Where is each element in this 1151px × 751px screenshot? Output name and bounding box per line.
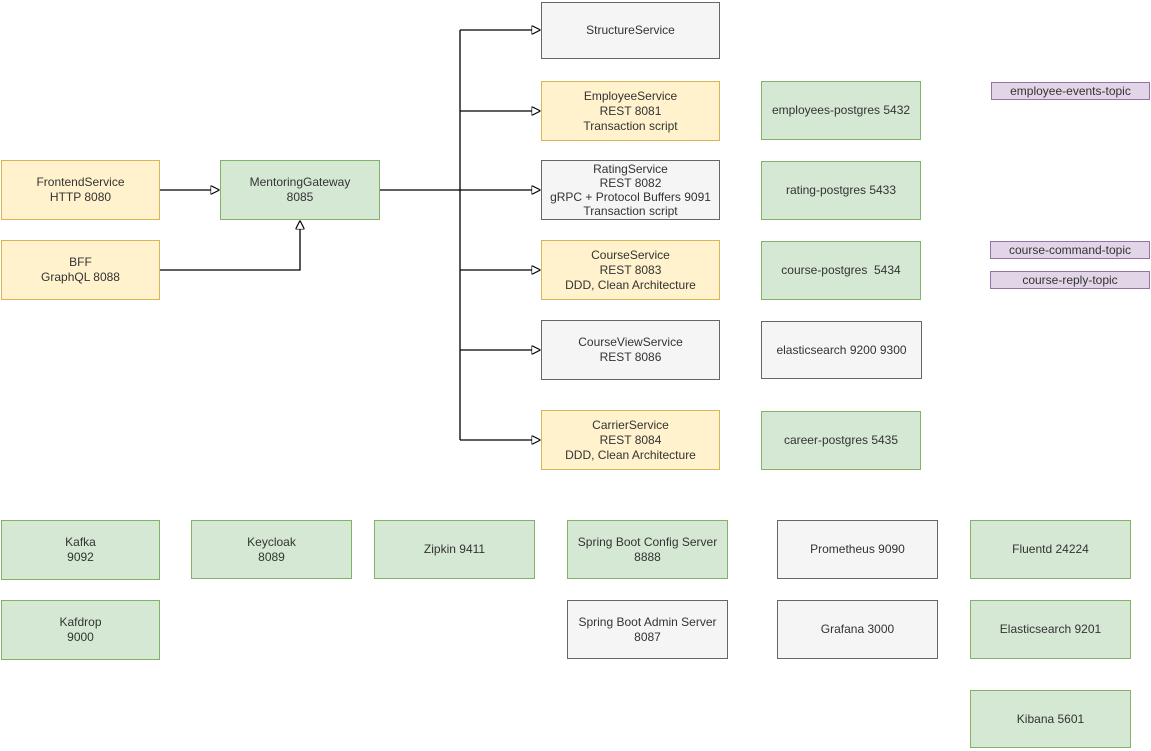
node-label: CarrierService <box>592 417 669 432</box>
node-label: elasticsearch 9200 9300 <box>776 342 907 357</box>
node-label: career-postgres 5435 <box>783 433 899 447</box>
node-label: DDD, Clean Architecture <box>565 277 696 292</box>
node-label: course-command-topic <box>1008 242 1132 257</box>
node-label: FrontendService <box>36 175 125 189</box>
node-course-reply-topic: course-reply-topic <box>990 271 1150 289</box>
node-label: employee-events-topic <box>1010 83 1131 98</box>
node-spring-boot-config-server: Spring Boot Config Server 8888 <box>567 520 728 579</box>
node-label: course-reply-topic <box>1022 272 1118 287</box>
node-label: BFF <box>69 255 92 269</box>
node-elasticsearch-db: elasticsearch 9200 9300 <box>761 321 922 379</box>
node-label: REST 8084 <box>599 432 662 447</box>
node-label: GraphQL 8088 <box>41 270 120 284</box>
node-career-postgres: career-postgres 5435 <box>761 411 921 470</box>
node-label: Kafdrop <box>59 615 102 629</box>
node-label: REST 8086 <box>599 350 662 364</box>
node-mentoring-gateway: MentoringGateway 8085 <box>220 160 380 220</box>
node-label: Transaction script <box>583 118 678 133</box>
node-kafka: Kafka 9092 <box>1 520 160 580</box>
node-label: Kibana 5601 <box>1016 711 1085 726</box>
node-employees-postgres: employees-postgres 5432 <box>761 81 921 140</box>
node-label: 8888 <box>634 549 661 564</box>
node-label: Transaction script <box>583 204 678 218</box>
node-course-service: CourseService REST 8083 DDD, Clean Archi… <box>541 240 720 300</box>
node-label: employees-postgres 5432 <box>771 103 911 117</box>
node-label: REST 8082 <box>599 176 662 190</box>
node-elasticsearch-service: Elasticsearch 9201 <box>970 600 1131 659</box>
node-label: Spring Boot Admin Server <box>578 614 717 629</box>
node-label: 8087 <box>634 629 661 644</box>
node-label: Elasticsearch 9201 <box>999 622 1102 636</box>
node-label: Zipkin 9411 <box>423 542 486 556</box>
node-fluentd: Fluentd 24224 <box>970 520 1131 579</box>
node-prometheus: Prometheus 9090 <box>777 520 938 579</box>
node-label: Spring Boot Config Server <box>577 534 718 549</box>
node-label: gRPC + Protocol Buffers 9091 <box>550 190 711 204</box>
node-label: DDD, Clean Architecture <box>565 447 696 462</box>
node-label: Grafana 3000 <box>820 622 895 636</box>
node-employee-events-topic: employee-events-topic <box>991 82 1150 100</box>
node-rating-service: RatingService REST 8082 gRPC + Protocol … <box>541 160 720 220</box>
node-label: Prometheus 9090 <box>810 542 905 556</box>
node-course-command-topic: course-command-topic <box>990 241 1150 259</box>
node-label: 8089 <box>258 549 285 564</box>
node-kibana: Kibana 5601 <box>970 690 1131 748</box>
node-label: HTTP 8080 <box>49 190 112 204</box>
node-label: REST 8083 <box>599 262 662 277</box>
node-label: 8085 <box>286 190 314 204</box>
node-label: CourseViewService <box>578 335 683 349</box>
node-bff: BFF GraphQL 8088 <box>1 240 160 300</box>
node-label: REST 8081 <box>599 103 662 118</box>
node-spring-boot-admin-server: Spring Boot Admin Server 8087 <box>567 600 728 659</box>
node-kafdrop: Kafdrop 9000 <box>1 600 160 660</box>
arrow-bff-to-gateway <box>160 229 300 271</box>
node-label: 9092 <box>67 550 94 564</box>
node-label: RatingService <box>593 162 668 176</box>
node-structure-service: StructureService <box>541 2 720 59</box>
node-zipkin: Zipkin 9411 <box>374 520 535 579</box>
node-label: rating-postgres 5433 <box>785 183 897 197</box>
node-label: Fluentd 24224 <box>1012 542 1089 556</box>
node-course-postgres: course-postgres 5434 <box>761 241 921 300</box>
node-keycloak: Keycloak 8089 <box>191 520 352 579</box>
node-label: course-postgres 5434 <box>781 263 901 277</box>
node-label: Kafka <box>65 535 96 549</box>
node-label: CourseService <box>591 247 670 262</box>
node-label: 9000 <box>67 630 94 644</box>
node-grafana: Grafana 3000 <box>777 600 938 659</box>
node-frontend-service: FrontendService HTTP 8080 <box>1 160 160 220</box>
node-label: StructureService <box>586 23 675 37</box>
node-employee-service: EmployeeService REST 8081 Transaction sc… <box>541 81 720 141</box>
node-label: Keycloak <box>247 534 296 549</box>
node-carrier-service: CarrierService REST 8084 DDD, Clean Arch… <box>541 410 720 470</box>
node-rating-postgres: rating-postgres 5433 <box>761 161 921 220</box>
node-label: MentoringGateway <box>249 175 351 189</box>
node-course-view-service: CourseViewService REST 8086 <box>541 320 720 380</box>
node-label: EmployeeService <box>583 88 678 103</box>
